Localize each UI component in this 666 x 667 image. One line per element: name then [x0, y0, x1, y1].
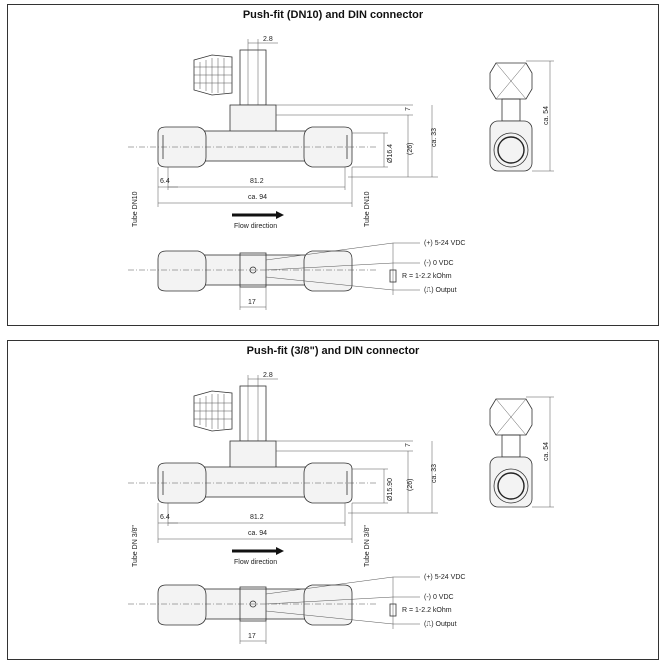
wire-output: (⎍) Output — [424, 621, 457, 628]
tube-label-right: Tube DN10 — [364, 191, 371, 227]
cable-gland — [193, 54, 233, 96]
dim-2-8: 2.8 — [263, 372, 273, 379]
dim-81-2: 81.2 — [250, 514, 264, 521]
dim-ca-94: ca. 94 — [248, 194, 267, 201]
connector-plug — [239, 49, 267, 106]
side-view: 2.8 7 (26) ca. 33 Ø15.90 6.4 81.2 ca. 94 — [128, 372, 438, 567]
tube-body — [192, 466, 312, 498]
wire-plus: (+) 5-24 VDC — [424, 240, 465, 247]
drawing-panel-3-8: Push-fit (3/8") and DIN connector — [7, 340, 659, 660]
wire-output: (⎍) Output — [424, 287, 457, 294]
drawing-panel-dn10: Push-fit (DN10) and DIN connector — [7, 4, 659, 326]
panel-title: Push-fit (DN10) and DIN connector — [242, 9, 424, 21]
dim-6-4: 6.4 — [160, 178, 170, 185]
dim-7: 7 — [405, 107, 412, 111]
wire-resistor: R = 1-2.2 kOhm — [402, 273, 452, 280]
technical-drawing: 2.8 7 (26) ca. 33 Ø16.4 6.4 — [128, 36, 554, 310]
push-fit-left — [157, 462, 207, 504]
dim-ca-33: ca. 33 — [431, 128, 438, 147]
top-view-wiring: 17 (+) 5-24 VDC (-) 0 VDC R = 1-2.2 kOhm… — [128, 574, 465, 644]
wire-minus: (-) 0 VDC — [424, 260, 454, 267]
top-view-wiring: 17 (+) 5-24 VDC (-) 0 VDC R = 1-2.2 kOhm… — [128, 240, 465, 310]
dim-17: 17 — [248, 299, 256, 306]
dim-26: (26) — [407, 479, 414, 491]
flow-direction-label: Flow direction — [234, 559, 277, 566]
technical-drawing: 2.8 7 (26) ca. 33 Ø15.90 6.4 81.2 ca. 94 — [128, 372, 554, 644]
flow-direction-label: Flow direction — [234, 223, 277, 230]
wire-minus: (-) 0 VDC — [424, 594, 454, 601]
push-fit-left — [157, 126, 207, 168]
dim-ca-94: ca. 94 — [248, 530, 267, 537]
dim-ca-54: ca. 54 — [543, 106, 550, 125]
dim-7: 7 — [405, 443, 412, 447]
dim-ca-33: ca. 33 — [431, 464, 438, 483]
cable-gland — [193, 390, 233, 432]
tube-label-left: Tube DN 3/8" — [132, 525, 139, 567]
resistor-symbol — [389, 603, 397, 617]
side-view: 2.8 7 (26) ca. 33 Ø16.4 6.4 — [128, 36, 438, 230]
tube-body — [192, 130, 312, 162]
wire-plus: (+) 5-24 VDC — [424, 574, 465, 581]
tube-label-right: Tube DN 3/8" — [364, 525, 371, 567]
tube-label-left: Tube DN10 — [132, 191, 139, 227]
end-view: ca. 54 — [489, 396, 554, 508]
end-view: ca. 54 — [489, 60, 554, 172]
connector-plug — [239, 385, 267, 442]
dim-81-2: 81.2 — [250, 178, 264, 185]
dim-diameter: Ø15.90 — [387, 478, 394, 501]
resistor-symbol — [389, 269, 397, 283]
dim-ca-54: ca. 54 — [543, 442, 550, 461]
dim-26: (26) — [407, 143, 414, 155]
panel-title: Push-fit (3/8") and DIN connector — [246, 345, 420, 357]
dim-17: 17 — [248, 633, 256, 640]
dim-6-4: 6.4 — [160, 514, 170, 521]
wire-resistor: R = 1-2.2 kOhm — [402, 607, 452, 614]
dim-2-8: 2.8 — [263, 36, 273, 43]
dim-diameter: Ø16.4 — [387, 144, 394, 163]
